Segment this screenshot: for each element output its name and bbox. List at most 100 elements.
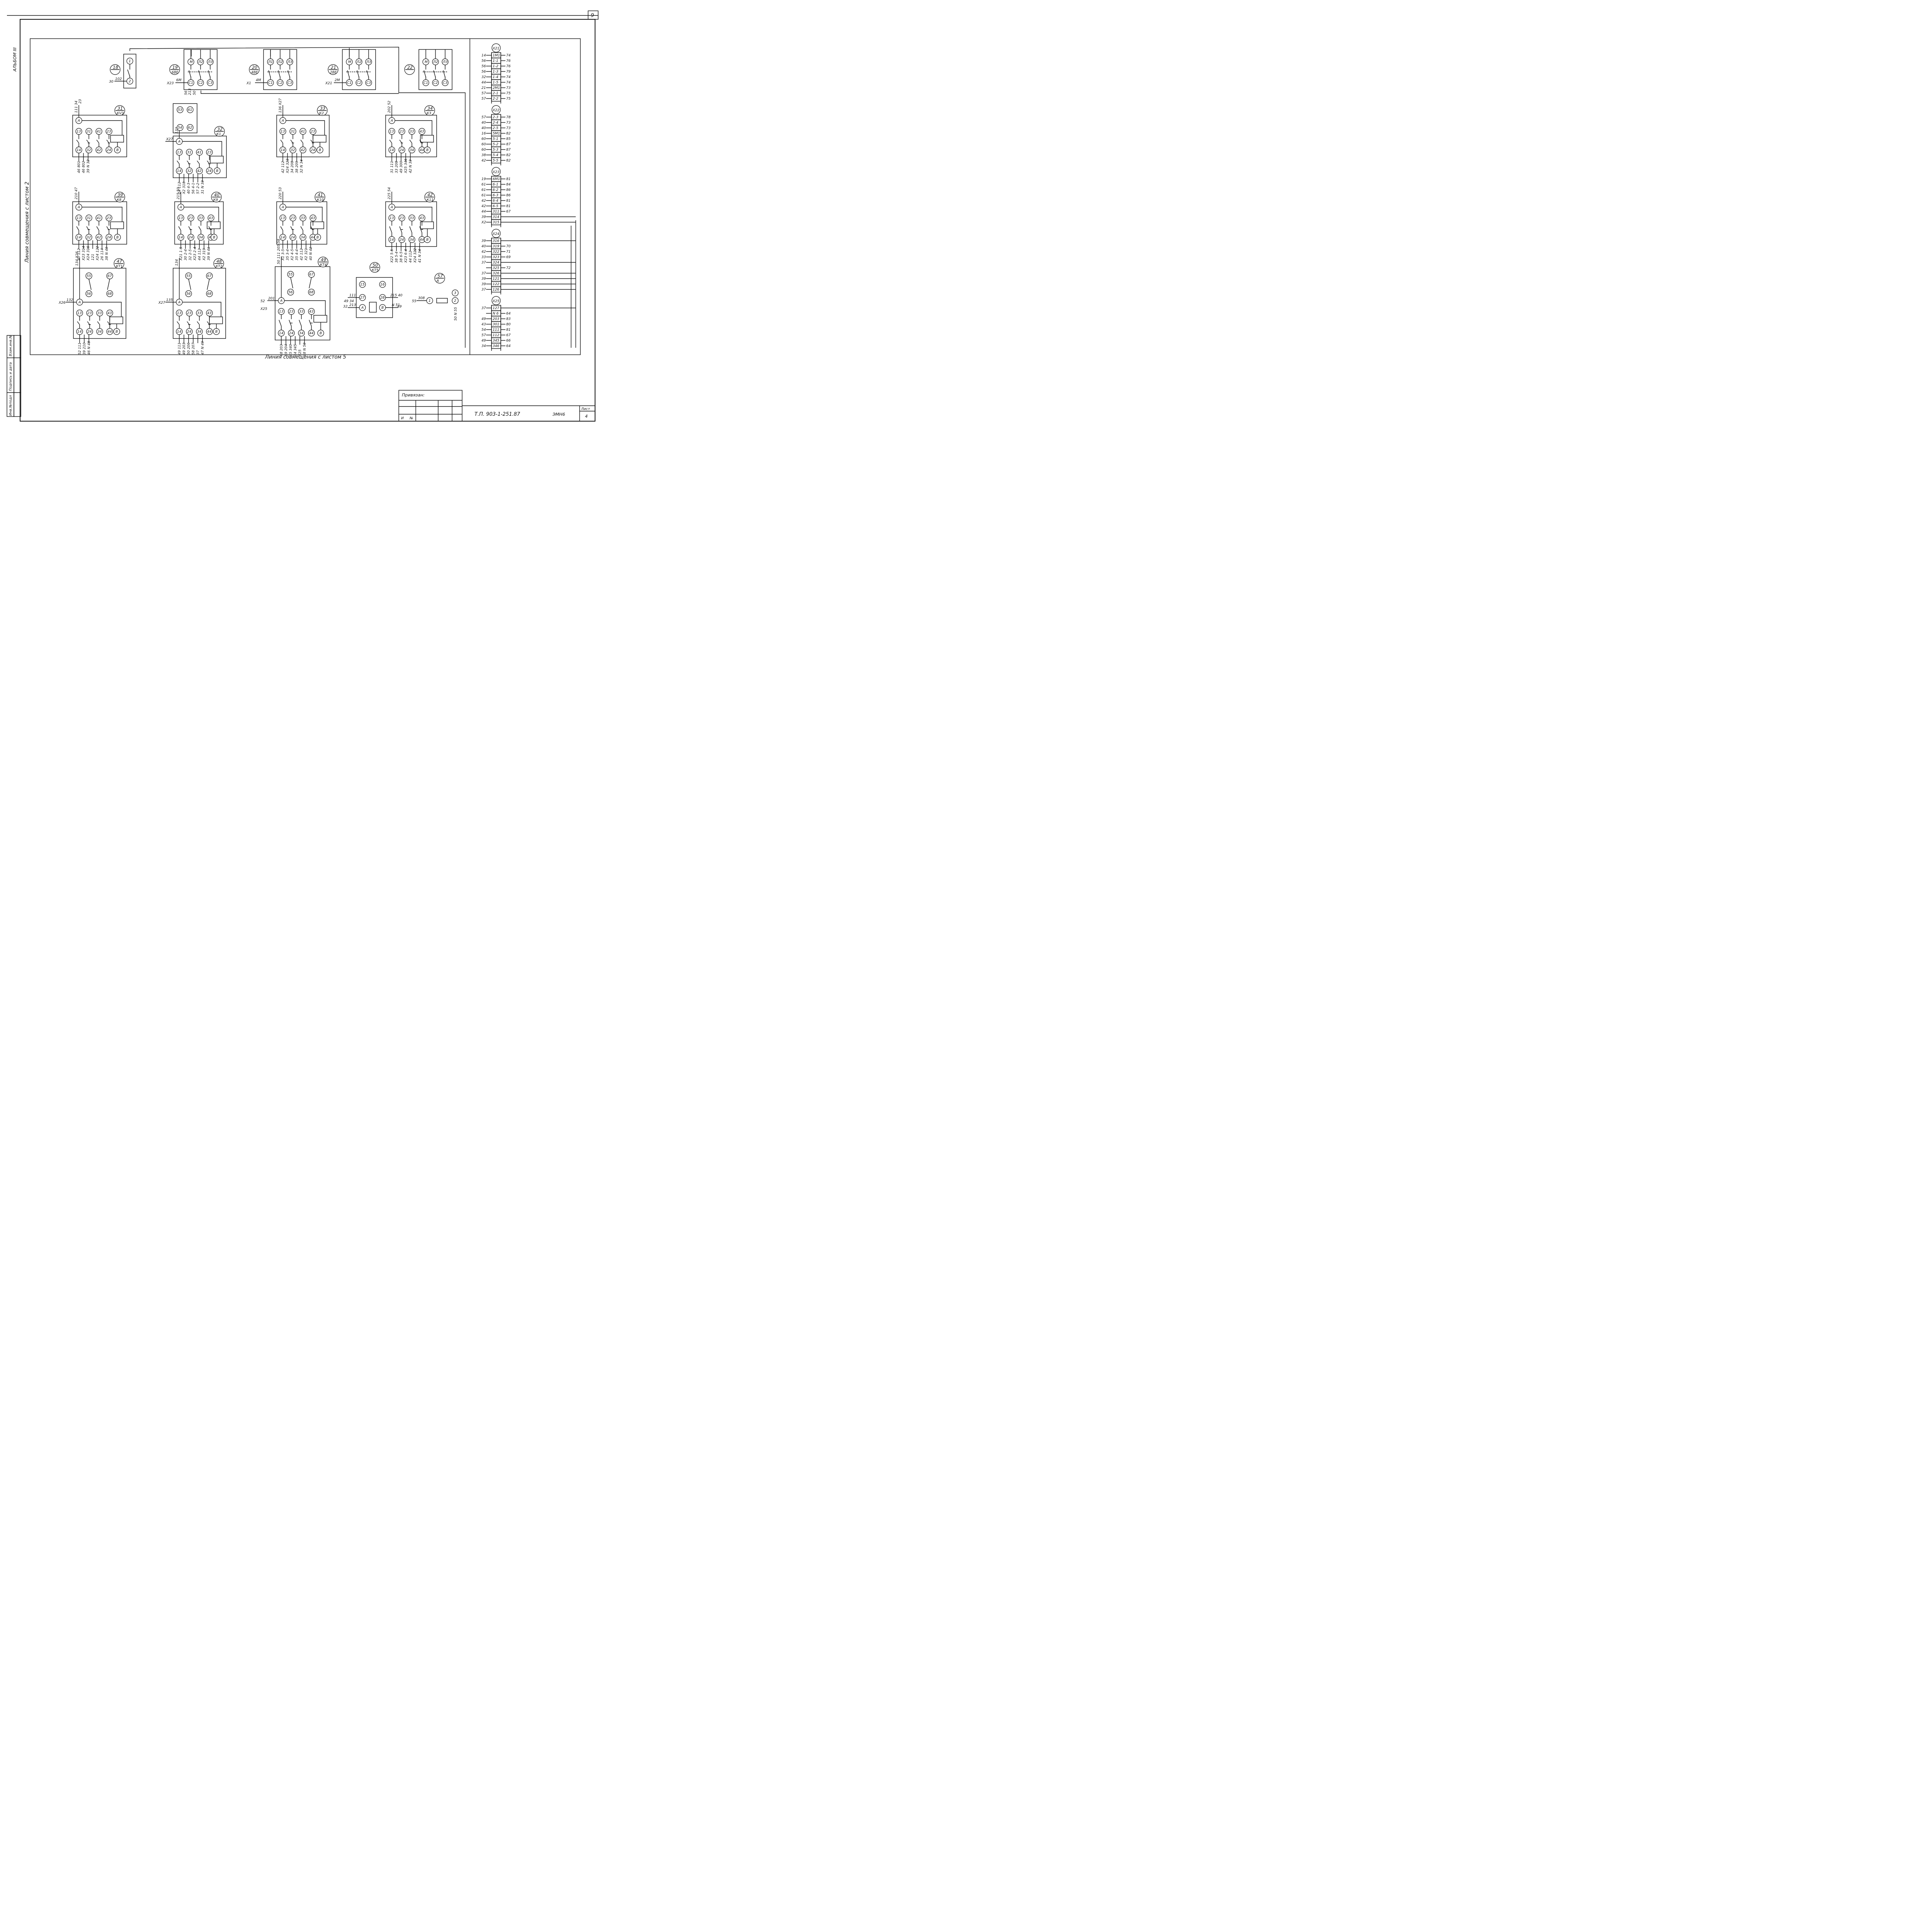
- wire-in: 43: [481, 323, 486, 327]
- wire-out: 83: [506, 317, 511, 321]
- relay-coil: [420, 221, 434, 229]
- terminal-label: 13: [179, 216, 183, 220]
- terminal-label: 23: [289, 310, 294, 314]
- terminal-id: 2-5: [493, 126, 498, 130]
- terminal-label: 14: [77, 236, 81, 240]
- contact-bottom: 42: [299, 146, 306, 153]
- badge-name: КVЗ: [117, 112, 124, 116]
- terminal-label: 44: [309, 332, 314, 335]
- wire-out: 66: [506, 339, 511, 343]
- wire-out: 79: [506, 70, 511, 74]
- relay-box: [173, 268, 226, 339]
- wire-label: 39 N 32: [87, 159, 90, 173]
- terminal-label: 24: [107, 148, 111, 152]
- terminal-label: 53: [178, 108, 182, 112]
- coil-terminal-b: В: [114, 146, 121, 153]
- contact-top: 23: [289, 214, 296, 221]
- badge-number: 32: [217, 127, 223, 132]
- wire-out: 64: [506, 312, 511, 316]
- wire-in: 42: [481, 159, 486, 163]
- contact-15: 15: [359, 281, 366, 288]
- terminal-label: 42: [97, 236, 101, 240]
- terminal-label: В: [381, 306, 384, 310]
- contact-bottom: 56: [85, 290, 92, 297]
- wire-label: 40 4-3: [187, 183, 191, 194]
- contact-bottom: 32: [289, 146, 296, 153]
- terminal-id: 345: [493, 339, 499, 343]
- wire-out: 84: [506, 183, 511, 187]
- wire-in: 61: [481, 183, 486, 187]
- terminal-label: 2: [454, 299, 456, 303]
- terminal-id: 346: [493, 344, 499, 348]
- wire-in: 54: [481, 328, 486, 332]
- wire-label: 34 345: [294, 344, 298, 356]
- terminal-label: 33: [299, 310, 304, 314]
- contact-top: 33: [299, 214, 306, 221]
- badge-number: 48: [216, 259, 222, 264]
- contact-top: 33: [298, 308, 305, 315]
- terminal-label: 16: [380, 283, 385, 287]
- wire-label: 111: [349, 294, 356, 298]
- badge-number: 20: [252, 65, 257, 70]
- terminal-label: А: [78, 301, 81, 304]
- contact-top: 55: [185, 272, 192, 279]
- pole-terminal-top: Л3: [365, 58, 372, 65]
- terminal-label: 67: [309, 273, 314, 277]
- terminal-label: 43: [107, 311, 112, 315]
- pole-terminal-bottom: С3: [286, 79, 293, 86]
- relay-box: [73, 268, 126, 339]
- coil-terminal-a: А: [279, 204, 286, 211]
- wire-label: Х2 4-5: [291, 249, 294, 261]
- wire-out: 72: [506, 266, 511, 270]
- terminal-label: 24: [107, 236, 111, 240]
- stamp-inv: И: [401, 417, 404, 420]
- terminal-circle: [308, 289, 315, 296]
- contact-bottom: 24: [86, 328, 93, 335]
- terminal-label: 33: [410, 130, 414, 134]
- wire-label: 49: [397, 305, 402, 309]
- terminal-label: А: [281, 119, 284, 123]
- terminal-id: 2-3: [493, 116, 498, 119]
- terminal-label: 14: [77, 148, 81, 152]
- contact-top: 13: [177, 214, 184, 221]
- terminal-label: А: [77, 206, 80, 209]
- terminal-label: 1: [429, 299, 431, 303]
- terminal-label: А: [361, 306, 364, 310]
- terminal-circle: [177, 124, 184, 131]
- terminal-id: 326: [493, 272, 499, 276]
- terminal-label: 24: [311, 148, 315, 152]
- wire-out: 73: [506, 121, 511, 125]
- coil-terminal-a: А: [388, 204, 395, 211]
- wire-out: 87: [506, 148, 511, 152]
- terminal-label: С3: [208, 81, 213, 85]
- contact-bottom: 14: [75, 146, 82, 153]
- contact-bottom: 54: [177, 124, 184, 131]
- terminal-label: 34: [199, 236, 203, 240]
- pole-terminal-bottom: С2: [277, 79, 284, 86]
- terminal-label: 23: [207, 151, 212, 155]
- wire-label: 34 208: [291, 161, 294, 173]
- terminal-label: С1: [268, 81, 273, 85]
- wire-label: Х2 319: [202, 248, 206, 261]
- terminal-id: 6-3: [493, 194, 498, 197]
- coil-terminal-b: В: [214, 167, 221, 174]
- wire-out: 86: [506, 188, 511, 192]
- terminal-id: 1-4: [493, 75, 498, 79]
- coil-terminal-b: В: [114, 234, 121, 241]
- terminal-label: 13: [281, 216, 285, 220]
- wire-label: Х23 314: [82, 246, 86, 261]
- contact-top: 55: [85, 272, 92, 279]
- terminal-label: В: [116, 236, 119, 240]
- badge-name: К8: [117, 198, 121, 202]
- coil-wire: [286, 207, 323, 222]
